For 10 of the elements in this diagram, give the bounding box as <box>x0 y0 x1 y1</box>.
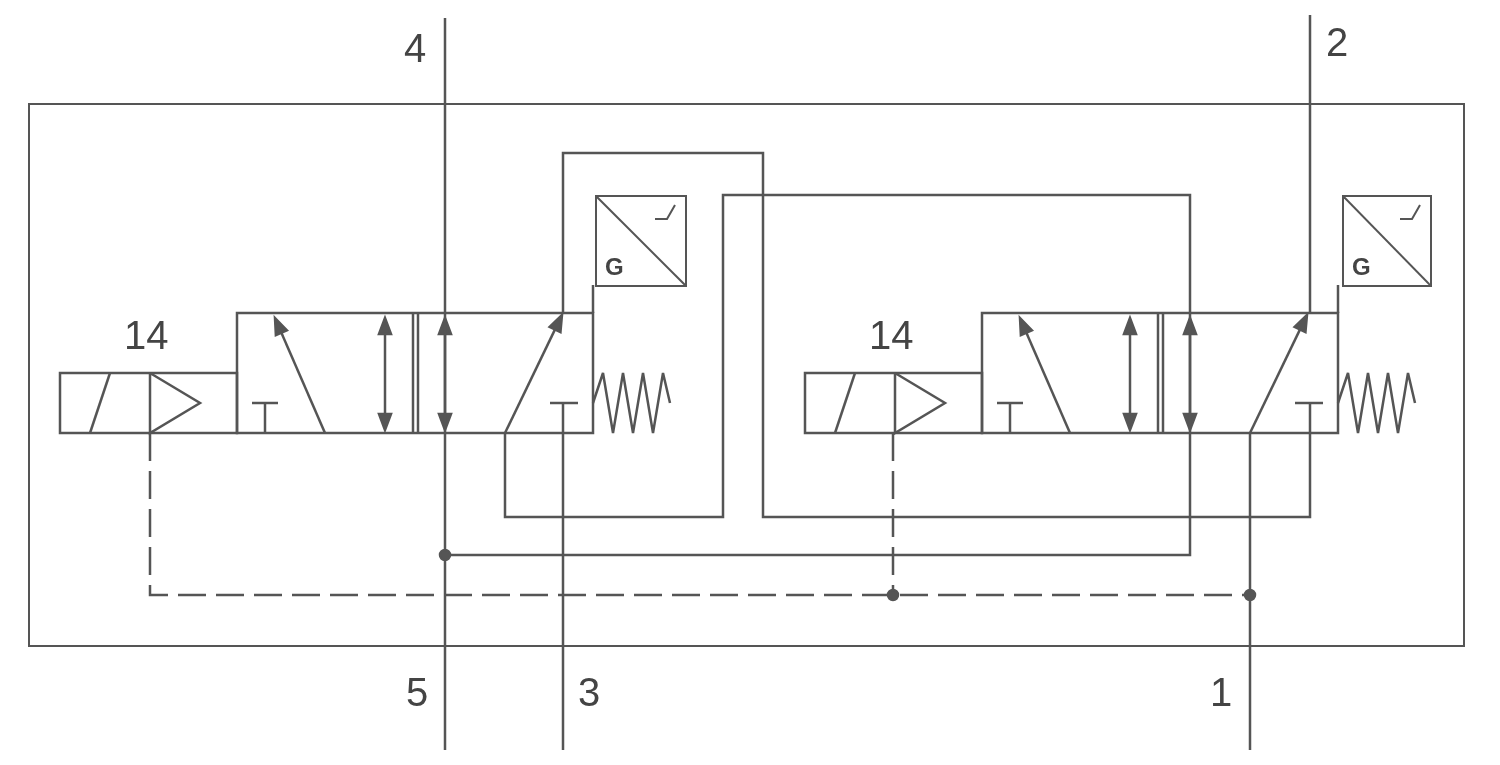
port-number: 3 <box>578 672 601 712</box>
solenoid-label: 14 <box>124 315 169 355</box>
sensor-label: G <box>605 255 624 279</box>
solenoid-label: 14 <box>869 315 914 355</box>
port-number: 4 <box>404 28 427 68</box>
port-number: 1 <box>1210 672 1233 712</box>
sensor-label: G <box>1352 255 1371 279</box>
port-number: 5 <box>406 672 429 712</box>
port-number: 2 <box>1326 22 1349 62</box>
valve-housing <box>28 103 1465 647</box>
